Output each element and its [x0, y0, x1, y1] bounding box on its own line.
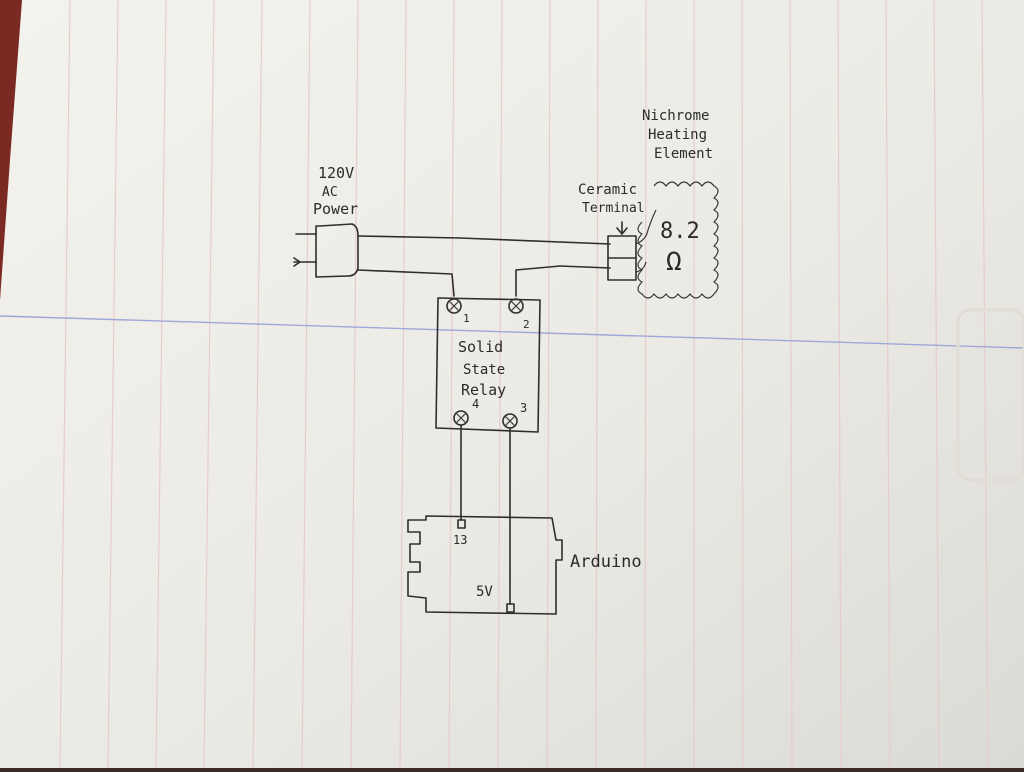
element-label-line2: Heating [648, 127, 707, 143]
element-label-line1: Nichrome [642, 108, 709, 124]
rule-lines [59, 0, 989, 769]
heating-element-coil [635, 181, 719, 299]
relay-label-line3: Relay [461, 381, 506, 399]
relay-label-line1: Solid [458, 338, 503, 356]
ceramic-terminal [607, 221, 637, 281]
element-resistance: 8.2 [660, 219, 700, 244]
arduino-pin5v: 5V [476, 584, 493, 600]
relay-pin4: 4 [472, 397, 479, 411]
element-unit: Ω [666, 247, 682, 277]
terminal-label-line2: Terminal [582, 201, 645, 216]
power-plug [293, 223, 359, 278]
arduino-board [407, 515, 563, 615]
relay-pin2: 2 [523, 318, 530, 331]
power-label-line2: AC [322, 185, 338, 200]
desk-edge [0, 0, 22, 300]
element-label-line3: Element [654, 146, 713, 162]
power-label-line1: 120V [318, 164, 354, 182]
arduino-pin13: 13 [453, 533, 467, 547]
wire-power-to-relay [357, 269, 455, 297]
arduino-label: Arduino [570, 552, 642, 572]
wire-relay-to-terminal [515, 265, 611, 297]
relay-pin3: 3 [520, 401, 527, 415]
terminal-label-line1: Ceramic [578, 182, 637, 198]
solid-state-relay [435, 297, 541, 433]
embossed-shape [956, 308, 1024, 482]
margin-line [0, 315, 1024, 349]
relay-label-line2: State [463, 362, 505, 378]
relay-pin1: 1 [463, 312, 470, 325]
power-label-line3: Power [313, 200, 358, 218]
wire-power-to-terminal [357, 235, 611, 245]
